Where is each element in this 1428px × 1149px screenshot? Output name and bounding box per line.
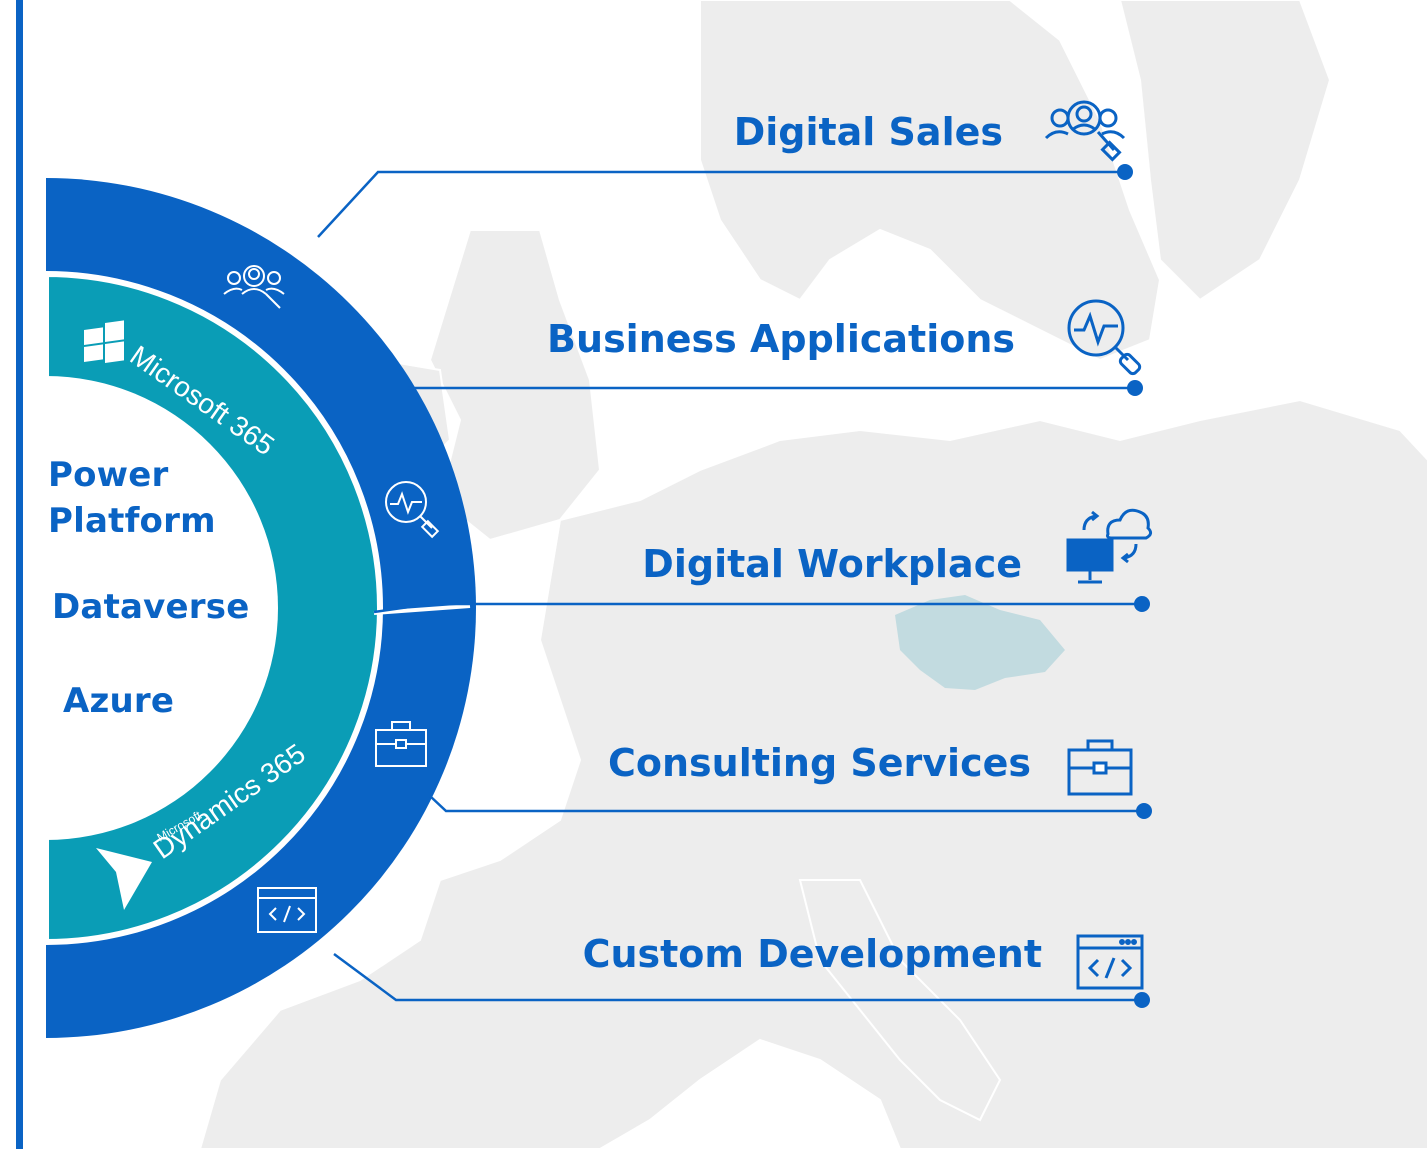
map-continent [198,398,1428,1149]
dynamics-logo [96,848,152,910]
briefcase-icon [1067,739,1133,796]
connector-custom-development [333,952,1142,1002]
core-platform-ring: Microsoft 365 Microsoft Dynamics 365 [43,178,476,1038]
microsoft-logo [84,320,124,364]
connector-digital-sales [317,170,1125,238]
endpoint-custom-development [1134,992,1150,1008]
ring-analytics-icon [385,481,440,539]
people-search-icon [1044,100,1126,162]
ring-divider [373,604,471,615]
ring-code-icon [257,887,317,933]
power-platform-label: Power Platform [48,455,216,541]
endpoint-consulting-services [1136,803,1152,819]
map-czech-republic-highlight [895,595,1065,690]
service-digital-sales-label: Digital Sales [733,110,1003,154]
connector-digital-workplace [373,602,1142,614]
endpoint-business-applications [1127,380,1143,396]
dataverse-label: Dataverse [52,587,250,627]
azure-label: Azure [63,681,175,721]
map-finland [1118,0,1332,302]
service-digital-workplace-label: Digital Workplace [642,542,1022,586]
connector-consulting-services [429,795,1144,813]
left-accent-bar [16,0,23,1149]
ring-briefcase-icon [375,721,427,767]
endpoint-digital-workplace [1134,596,1150,612]
code-window-icon [1076,934,1144,990]
service-custom-development-label: Custom Development [582,932,1042,976]
center-disc [46,376,278,840]
cloud-sync-monitor-icon [1066,508,1153,584]
analytics-search-icon [1067,299,1142,376]
service-consulting-services-label: Consulting Services [607,741,1031,785]
service-business-applications-label: Business Applications [547,317,1015,361]
endpoint-digital-sales [1117,164,1133,180]
ring-people-icon [223,265,285,309]
